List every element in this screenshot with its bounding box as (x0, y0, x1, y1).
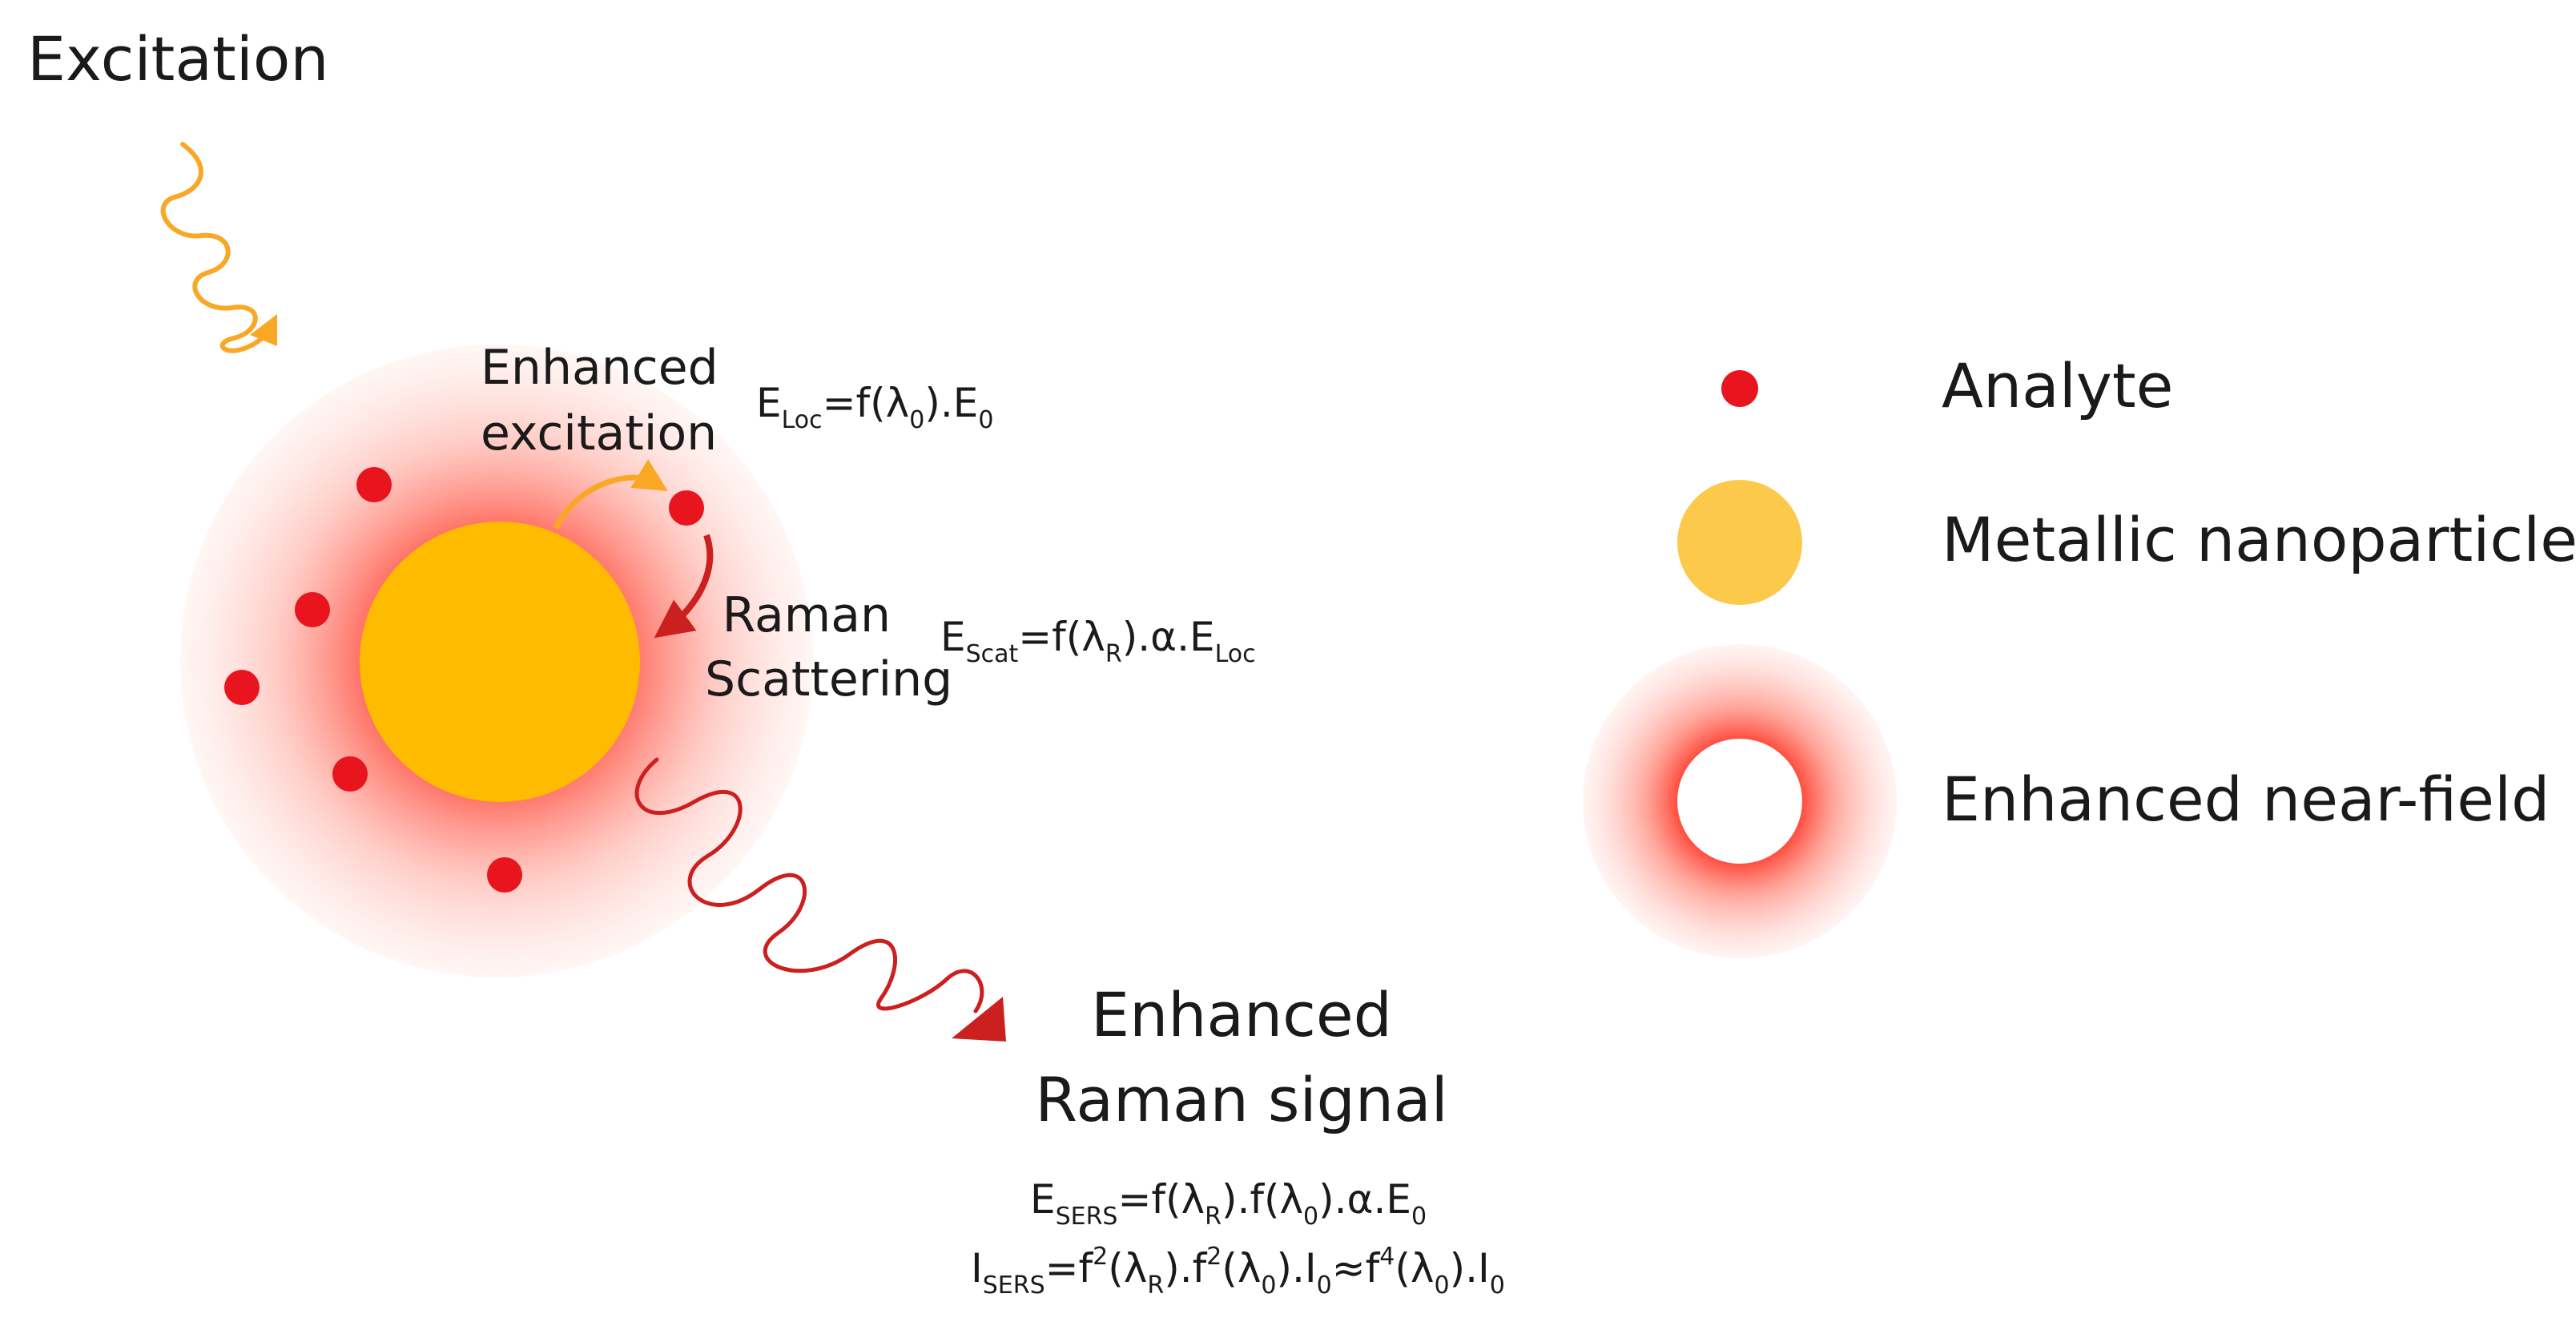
analyte-dot (332, 756, 368, 792)
equation-i-sers: ISERS=f2(λR).f2(λ0).I0≈f4(λ0).I0 (971, 1243, 1505, 1300)
metallic-nanoparticle (360, 522, 640, 802)
enhanced-excitation-line2: excitation (481, 405, 718, 461)
analyte-dot (295, 592, 330, 627)
excitation-title: Excitation (27, 23, 329, 95)
analyte-dot (669, 490, 704, 526)
raman-scattering-line1: Raman (722, 587, 891, 643)
legend-analyte-icon (1721, 370, 1758, 407)
analyte-dot (224, 670, 260, 705)
equation-e-sers: ESERS=f(λR).f(λ0).α.E0 (1030, 1176, 1427, 1231)
enhanced-raman-signal-label: Enhanced Raman signal (993, 973, 1490, 1143)
enhanced-raman-line2: Raman signal (1035, 1064, 1448, 1135)
raman-scattering-label: Raman Scattering (705, 583, 953, 711)
legend-near-field-hole (1677, 739, 1802, 864)
excitation-arrowhead (250, 314, 277, 346)
legend-near-field-label: Enhanced near-field (1942, 764, 2550, 835)
legend-nanoparticle-icon (1677, 480, 1802, 605)
raman-signal-arrowhead (952, 997, 1006, 1042)
analyte-dot (487, 857, 522, 893)
raman-scattering-arrow (654, 534, 714, 639)
enhanced-excitation-line1: Enhanced (481, 340, 718, 396)
excitation-wave (160, 142, 267, 353)
enhanced-excitation-arrow (553, 459, 668, 530)
legend-analyte-label: Analyte (1942, 350, 2174, 421)
legend-nanoparticle-label: Metallic nanoparticle (1942, 504, 2576, 575)
equation-e-loc: ELoc=f(λ0).E0 (756, 380, 994, 434)
enhanced-excitation-label: Enhanced excitation (481, 335, 718, 466)
raman-scattering-line2: Scattering (705, 651, 953, 707)
enhanced-raman-line1: Enhanced (1091, 979, 1392, 1050)
analyte-dot (356, 467, 392, 502)
equation-e-scat: EScat=f(λR).α.ELoc (940, 614, 1256, 668)
raman-signal-wave (634, 757, 984, 1014)
